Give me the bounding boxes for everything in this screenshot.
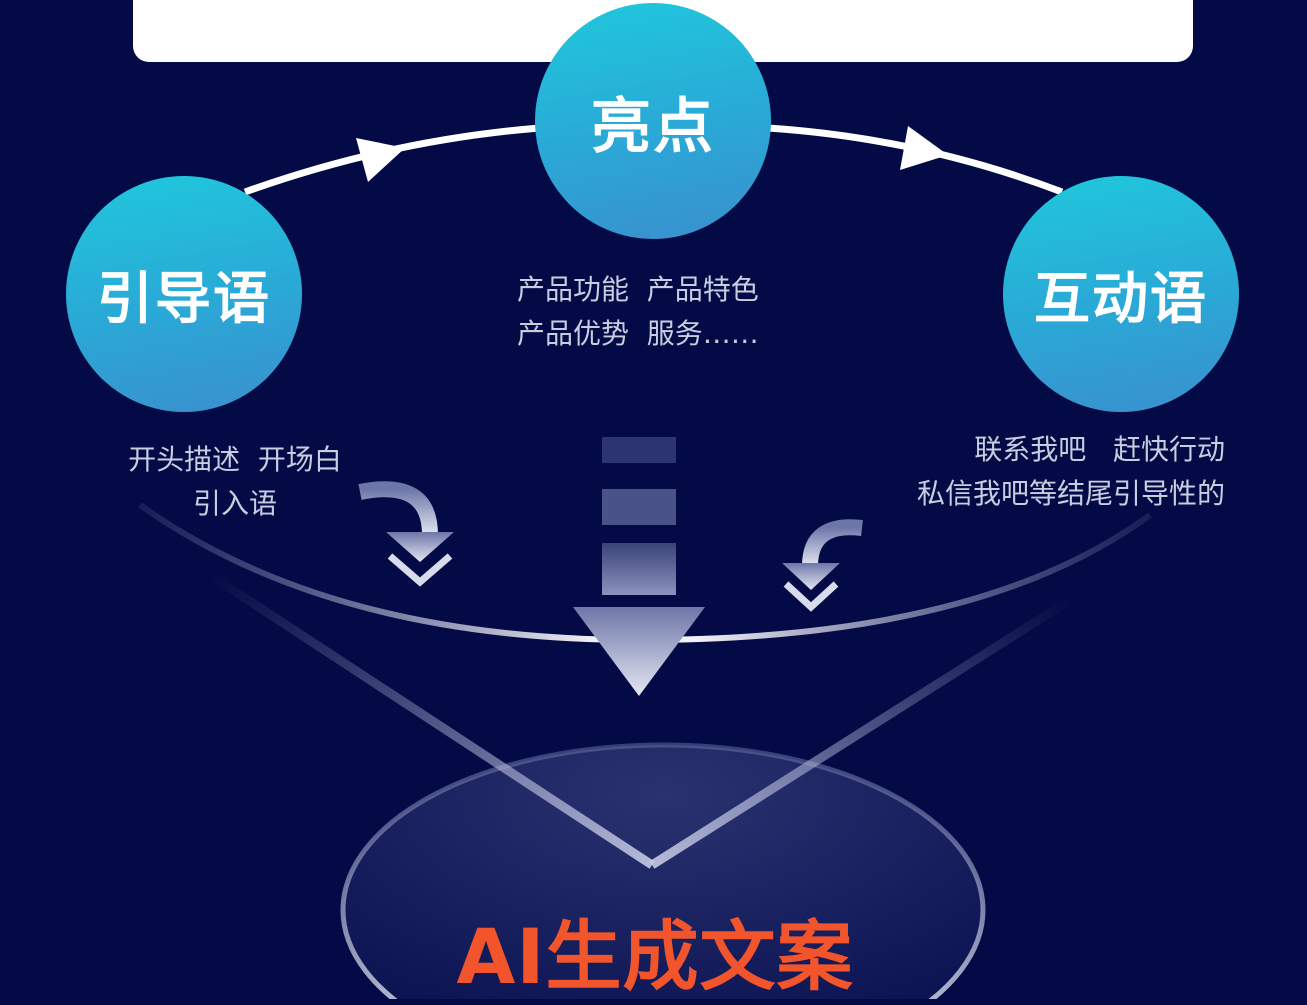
result-label: AI生成文案 [456,912,854,1001]
curved-down-arrow-left-icon [358,481,454,587]
node-interact-label: 互动语 [1034,266,1208,332]
node-lead: 引导语 [66,176,302,412]
flow-arrow-highlight-to-interact [767,124,1064,196]
interact-description: 联系我吧 赶快行动 私信我吧等结尾引导性的 [916,433,1225,510]
node-highlight: 亮点 [535,3,771,239]
node-interact: 互动语 [1003,176,1239,412]
node-highlight-label: 亮点 [591,91,715,162]
flow-arrow-lead-to-highlight [243,124,541,196]
result-ellipse [340,742,986,999]
highlight-description: 产品功能 产品特色 产品优势 服务…… [517,273,759,350]
node-lead-label: 引导语 [97,266,271,332]
central-down-arrow-icon [573,437,705,696]
curved-down-arrow-right-icon [782,519,863,612]
lead-description: 开头描述 开场白 引入语 [128,443,342,520]
